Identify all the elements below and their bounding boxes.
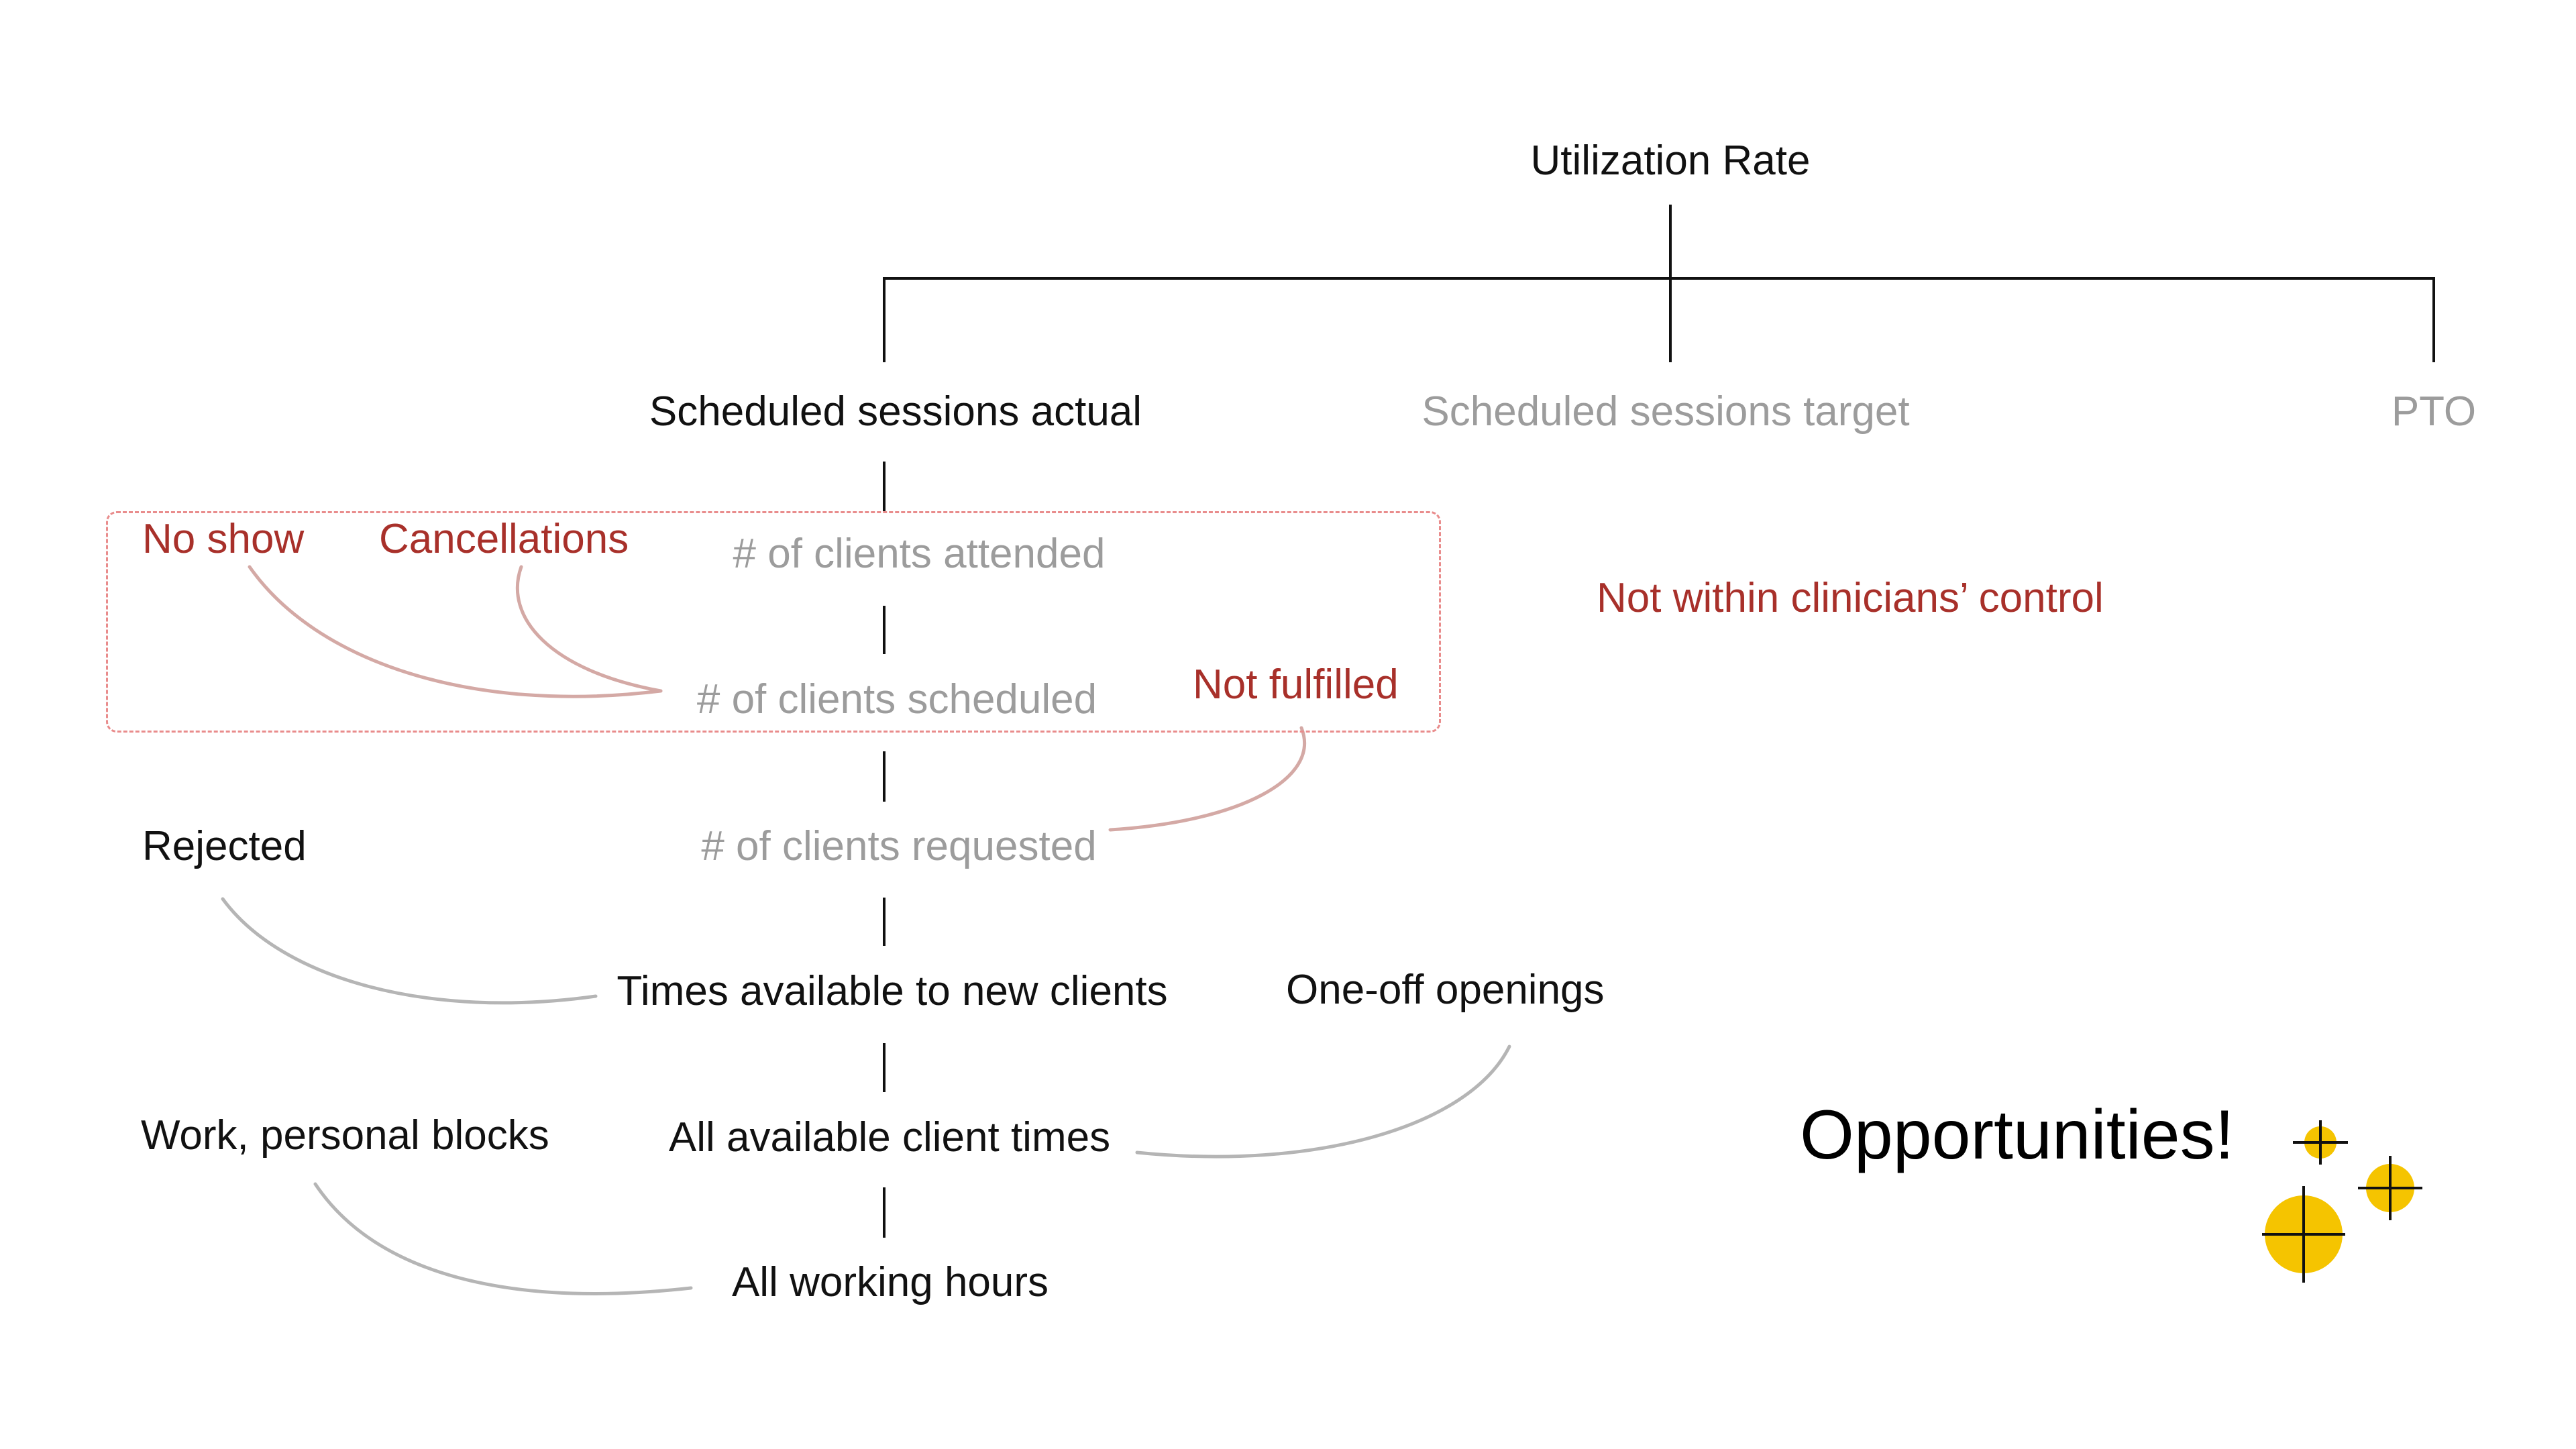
sparkle-icon xyxy=(2262,1186,2345,1283)
factor-no-show: No show xyxy=(142,516,305,562)
blocks-connector xyxy=(313,1182,693,1295)
node-times-new: Times available to new clients xyxy=(616,968,1168,1014)
no-show-connector xyxy=(248,565,663,698)
not-within-control-box xyxy=(106,511,1441,733)
node-attended: # of clients attended xyxy=(733,531,1106,577)
opportunities-heading: Opportunities! xyxy=(1800,1096,2235,1174)
sparkle-icon xyxy=(2293,1120,2348,1165)
node-all-times: All available client times xyxy=(668,1114,1111,1161)
branch-pto: PTO xyxy=(2391,388,2477,435)
sparkles xyxy=(2262,1120,2422,1283)
factor-cancellations: Cancellations xyxy=(379,516,629,562)
root-node: Utilization Rate xyxy=(1530,138,1811,184)
not-within-control-note: Not within clinicians’ control xyxy=(1597,575,2104,621)
branch-bar xyxy=(883,277,2435,362)
factor-rejected: Rejected xyxy=(142,823,307,869)
factor-blocks: Work, personal blocks xyxy=(141,1112,549,1159)
node-scheduled: # of clients scheduled xyxy=(696,676,1097,722)
factor-not-fulfilled: Not fulfilled xyxy=(1193,661,1399,708)
cancellations-connector xyxy=(515,565,663,693)
rejected-connector xyxy=(221,897,598,1005)
node-requested: # of clients requested xyxy=(701,823,1097,869)
factor-one-off: One-off openings xyxy=(1286,967,1605,1013)
branch-actual: Scheduled sessions actual xyxy=(649,388,1142,435)
branch-target: Scheduled sessions target xyxy=(1421,388,1910,435)
one-off-connector xyxy=(1135,1044,1511,1159)
not-fulfilled-connector xyxy=(1108,726,1307,832)
node-working-hours: All working hours xyxy=(731,1259,1049,1305)
sparkle-icon xyxy=(2358,1156,2422,1220)
